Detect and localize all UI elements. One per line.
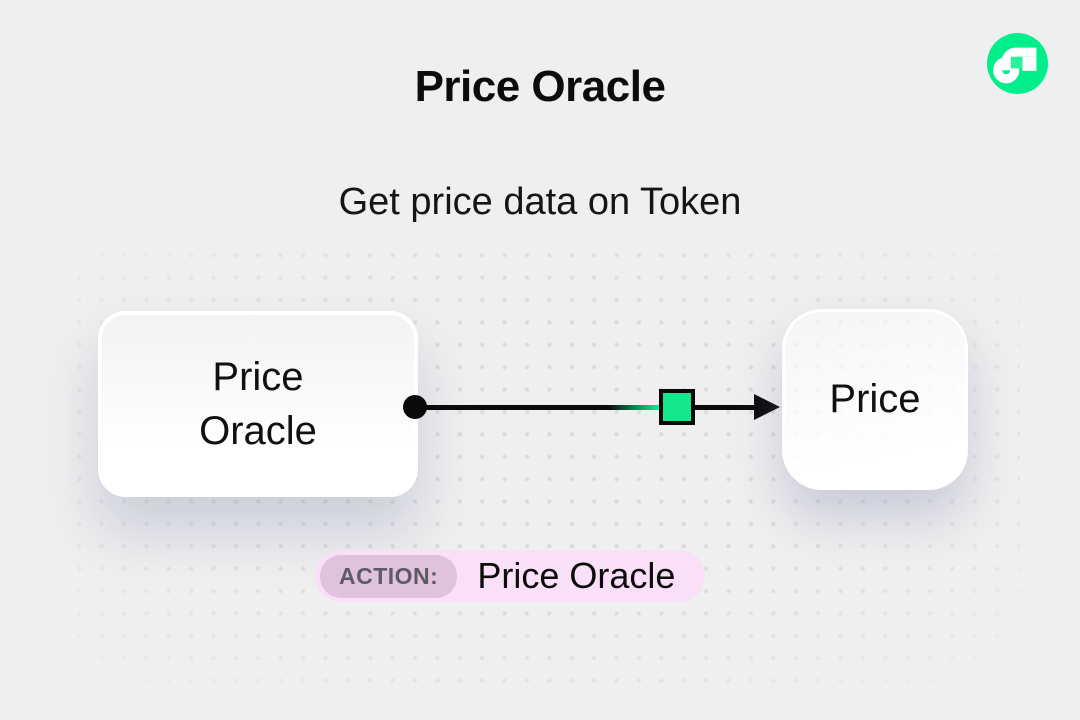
edge-packet-square	[659, 389, 695, 425]
action-badge: ACTION:	[320, 554, 458, 598]
action-pill: ACTION: Price Oracle	[315, 550, 706, 602]
edge-line-green-trail	[608, 405, 660, 410]
node-label-line-2: Oracle	[199, 409, 317, 453]
page-subtitle: Get price data on Token	[338, 181, 742, 223]
edge-origin-dot	[403, 395, 427, 419]
node-price: Price	[782, 309, 968, 490]
edge-line	[415, 405, 761, 410]
flow-logo-icon	[987, 33, 1048, 94]
node-price-label: Price	[829, 377, 921, 421]
node-label-line-1: Price	[212, 355, 304, 399]
edge-arrowhead-icon	[754, 394, 780, 420]
node-price-oracle-label: Price Oracle	[199, 350, 317, 458]
node-price-oracle: Price Oracle	[98, 311, 418, 497]
page-title: Price Oracle	[414, 62, 666, 111]
action-label: Price Oracle	[477, 555, 676, 596]
